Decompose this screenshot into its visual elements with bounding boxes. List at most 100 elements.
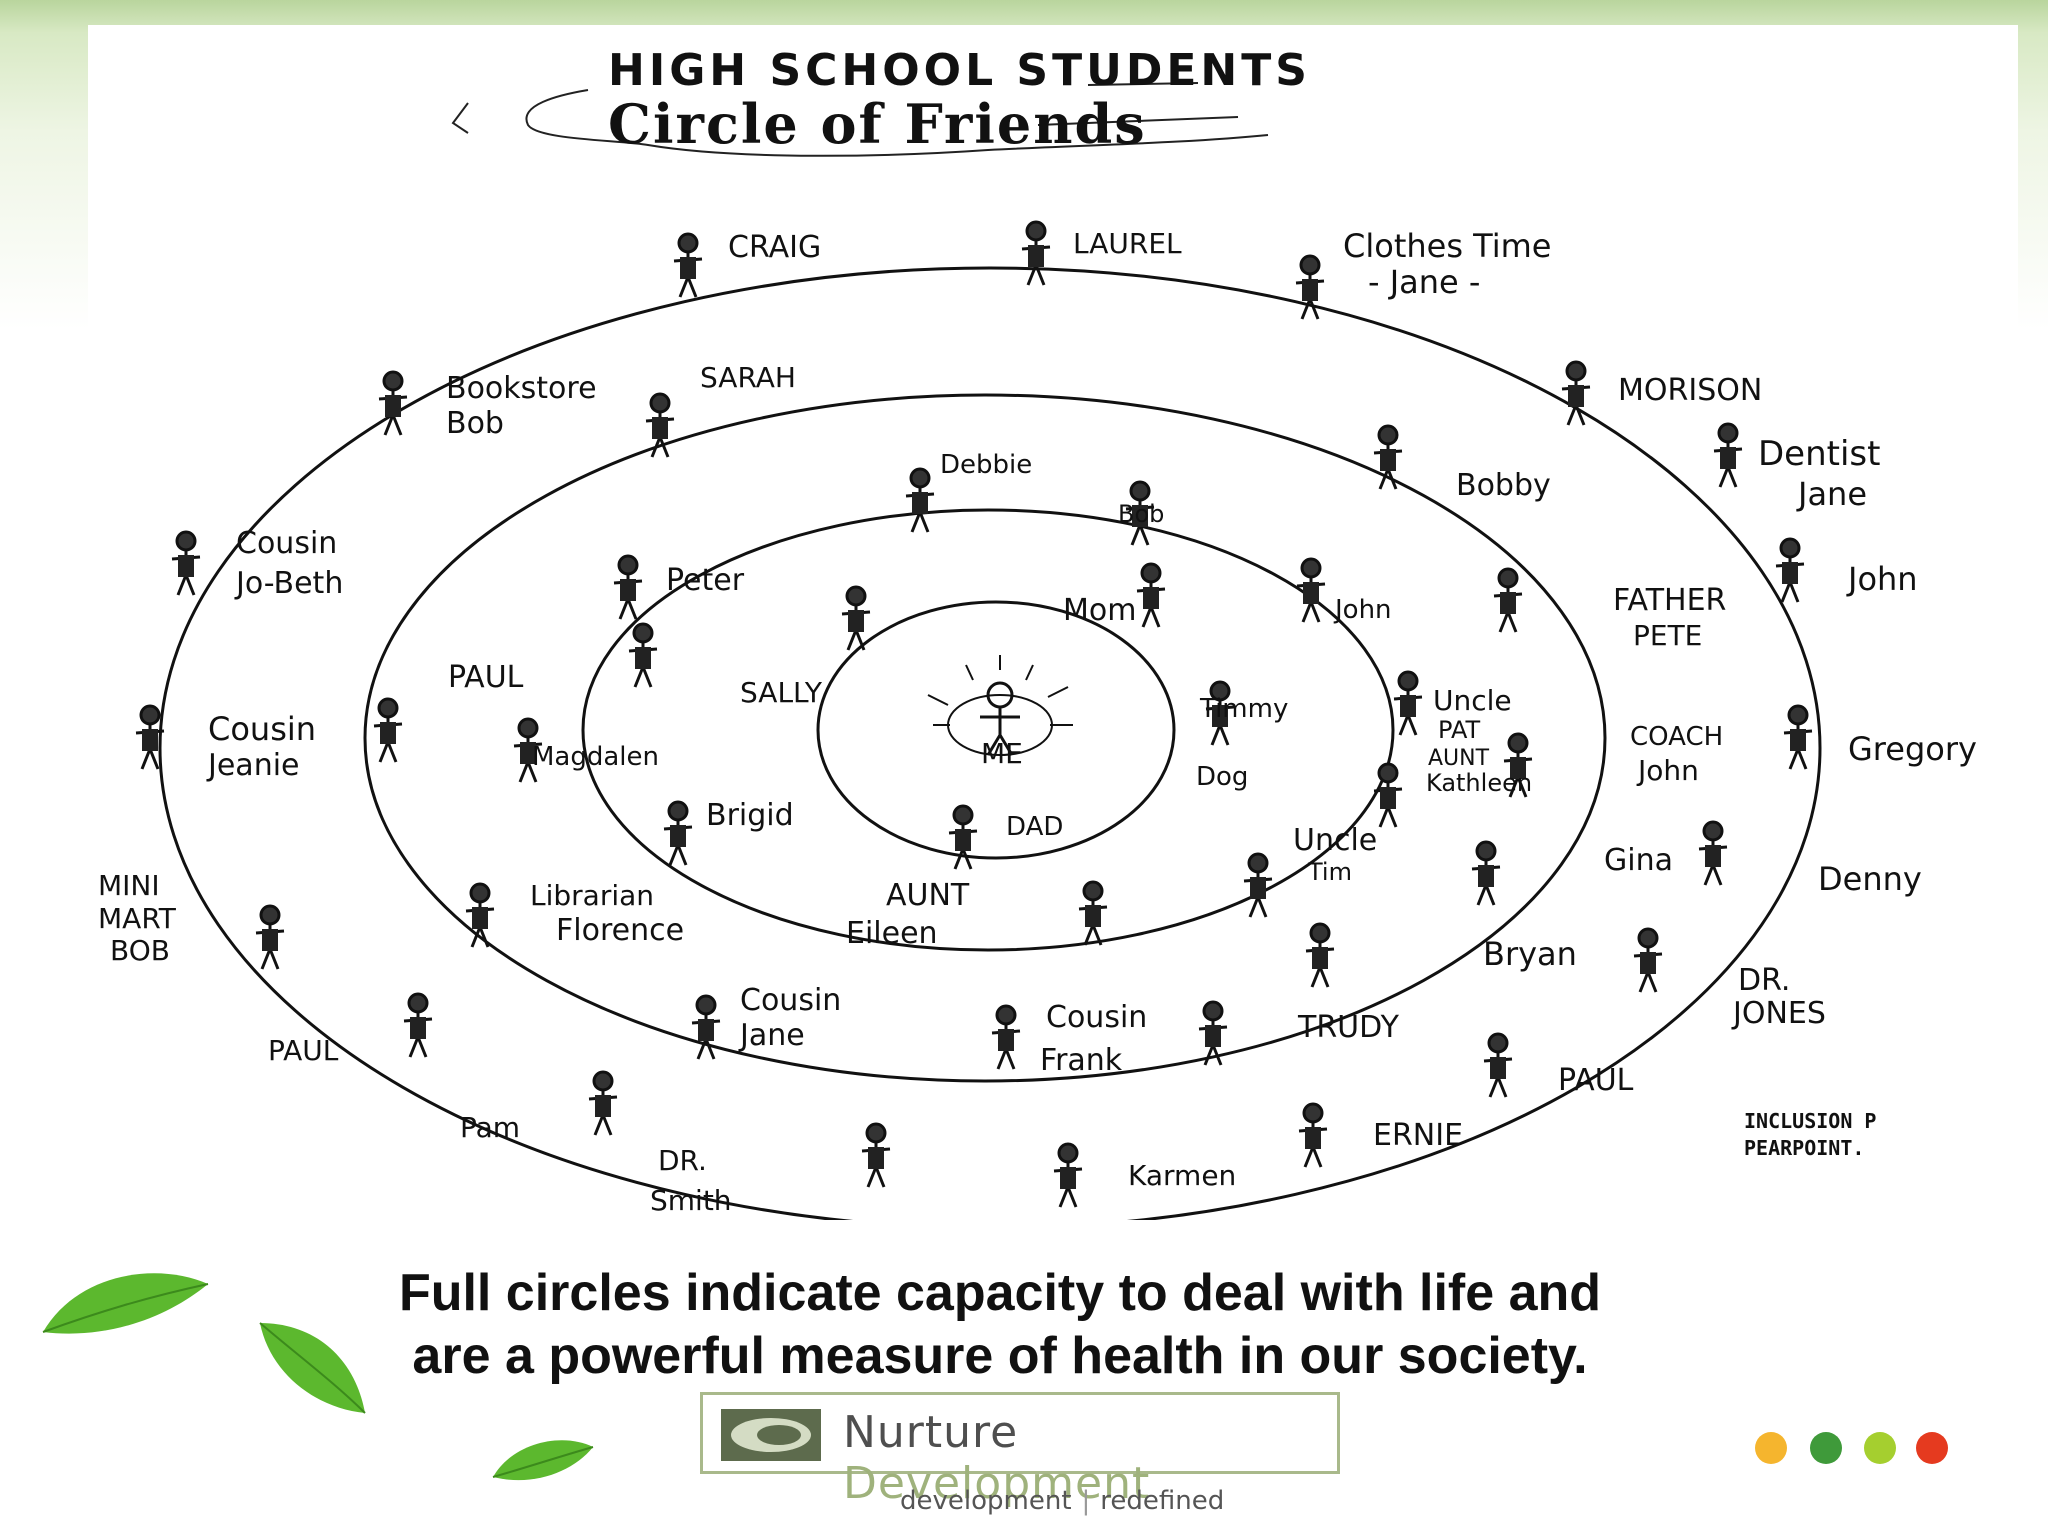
stick-figure-icon: [588, 1070, 618, 1136]
person-label: TRUDY: [1297, 1010, 1400, 1045]
person-label: Brigid: [706, 798, 794, 833]
person-label: Peter: [666, 563, 745, 598]
person-label: DR.: [658, 1144, 707, 1177]
person-label: Bob: [1118, 500, 1164, 528]
center-me-figure: [927, 655, 1073, 756]
stick-figure-icon: [691, 994, 721, 1060]
tagline-left: development: [900, 1486, 1072, 1516]
person-label: John: [1333, 595, 1392, 625]
caption: Full circles indicate capacity to deal w…: [300, 1262, 1700, 1388]
stick-figure-icon: [1295, 254, 1325, 320]
person-label: Bookstore: [446, 371, 597, 406]
caption-line2: are a powerful measure of health in our …: [412, 1327, 1588, 1385]
logo-word-nurture: Nurture: [843, 1407, 1019, 1458]
person-label: Bob: [446, 406, 504, 441]
diagram-canvas: HIGH SCHOOL STUDENTS Circle of Friends M…: [98, 45, 1977, 1220]
person-label: Dog: [1196, 762, 1248, 792]
person-label: DR.: [1738, 963, 1790, 998]
stick-figure-icon: [948, 804, 978, 870]
decor-dot-lime: [1864, 1432, 1896, 1464]
person-label: Bryan: [1483, 935, 1577, 973]
circle-exchange: [158, 266, 1822, 1220]
person-label: Denny: [1818, 860, 1922, 898]
decor-dot-green: [1810, 1432, 1842, 1464]
person-label: Cousin: [740, 983, 841, 1018]
person-label: Cousin: [236, 526, 337, 561]
person-label: MART: [98, 902, 177, 935]
person-label: PAUL: [268, 1034, 339, 1067]
stick-figure-icon: [645, 392, 675, 458]
logo-tagline: development|redefined: [900, 1486, 1500, 1516]
person-label: Karmen: [1128, 1159, 1236, 1192]
tagline-separator: |: [1081, 1486, 1091, 1516]
stick-figure-icon: [171, 530, 201, 596]
person-label: CRAIG: [728, 230, 821, 265]
person-label: Pam: [460, 1111, 520, 1144]
person-label: SARAH: [700, 361, 796, 394]
person-label: Gina: [1604, 843, 1673, 878]
diagram-title-line1: HIGH SCHOOL STUDENTS: [608, 45, 1311, 96]
stick-figure-icon: [1775, 537, 1805, 603]
stick-figure-icon: [1373, 424, 1403, 490]
credit-line1: INCLUSION P: [1744, 1109, 1876, 1133]
stick-figure-icon: [1493, 567, 1523, 633]
center-me-label: ME: [981, 737, 1023, 770]
stick-figure-icon: [905, 467, 935, 533]
stick-figure-icon: [135, 704, 165, 770]
stick-figure-icon: [373, 697, 403, 763]
stick-figure-icon: [378, 370, 408, 436]
person-label: John: [1636, 754, 1699, 787]
person-label: Jo-Beth: [234, 566, 343, 601]
stick-figure-icon: [403, 992, 433, 1058]
stick-figure-icon: [861, 1122, 891, 1188]
logo-word-development: Development: [843, 1458, 1151, 1509]
stick-figures: [135, 220, 1813, 1208]
circle-friendship: [581, 508, 1395, 952]
stick-figure-icon: [628, 622, 658, 688]
stick-figure-icon: [1373, 762, 1403, 828]
person-label: Jane: [738, 1018, 805, 1053]
stick-figure-icon: [465, 882, 495, 948]
stick-figure-icon: [1243, 852, 1273, 918]
person-label: Mom: [1063, 593, 1136, 628]
person-label: Cousin: [208, 710, 316, 748]
person-label: Eileen: [846, 916, 938, 951]
decor-dot-red: [1916, 1432, 1948, 1464]
leaf-icon: [259, 1322, 366, 1414]
stick-figure-icon: [1783, 704, 1813, 770]
stick-figure-icon: [1633, 927, 1663, 993]
person-label: Magdalen: [532, 742, 659, 772]
person-label: Jeanie: [206, 748, 300, 783]
stick-figure-icon: [1393, 670, 1423, 736]
stick-figure-icon: [1713, 422, 1743, 488]
stick-figure-icon: [1471, 840, 1501, 906]
person-label: Tim: [1307, 858, 1352, 886]
credit-line2: PEARPOINT.: [1744, 1136, 1864, 1160]
stick-figure-icon: [1078, 880, 1108, 946]
stick-figure-icon: [1125, 480, 1155, 546]
person-label: BOB: [110, 934, 170, 967]
leaf-icon: [492, 1440, 594, 1481]
person-label: COACH: [1630, 722, 1723, 752]
stick-figure-icon: [673, 232, 703, 298]
leaf-icon: [42, 1273, 209, 1334]
decor-dot-yellow: [1755, 1432, 1787, 1464]
person-label: PAUL: [1558, 1063, 1634, 1098]
person-label: MINI: [98, 869, 160, 902]
stick-figure-icon: [1021, 220, 1051, 286]
person-label: Bobby: [1456, 468, 1551, 503]
stick-figure-icon: [1503, 732, 1533, 798]
person-label: ERNIE: [1373, 1118, 1463, 1153]
person-label: FATHER: [1613, 583, 1726, 618]
stick-figure-icon: [1205, 680, 1235, 746]
person-label: JONES: [1731, 996, 1826, 1031]
person-label: Kathleen: [1426, 769, 1532, 797]
person-label: AUNT: [886, 878, 970, 913]
person-label: PAT: [1438, 716, 1480, 744]
person-label: AUNT: [1428, 746, 1490, 771]
person-label: Librarian: [530, 879, 654, 912]
logo-wordmark: Nurture Development: [843, 1407, 1337, 1509]
person-label: PETE: [1633, 619, 1702, 652]
stick-figure-icon: [1296, 557, 1326, 623]
caption-line1: Full circles indicate capacity to deal w…: [398, 1264, 1602, 1322]
